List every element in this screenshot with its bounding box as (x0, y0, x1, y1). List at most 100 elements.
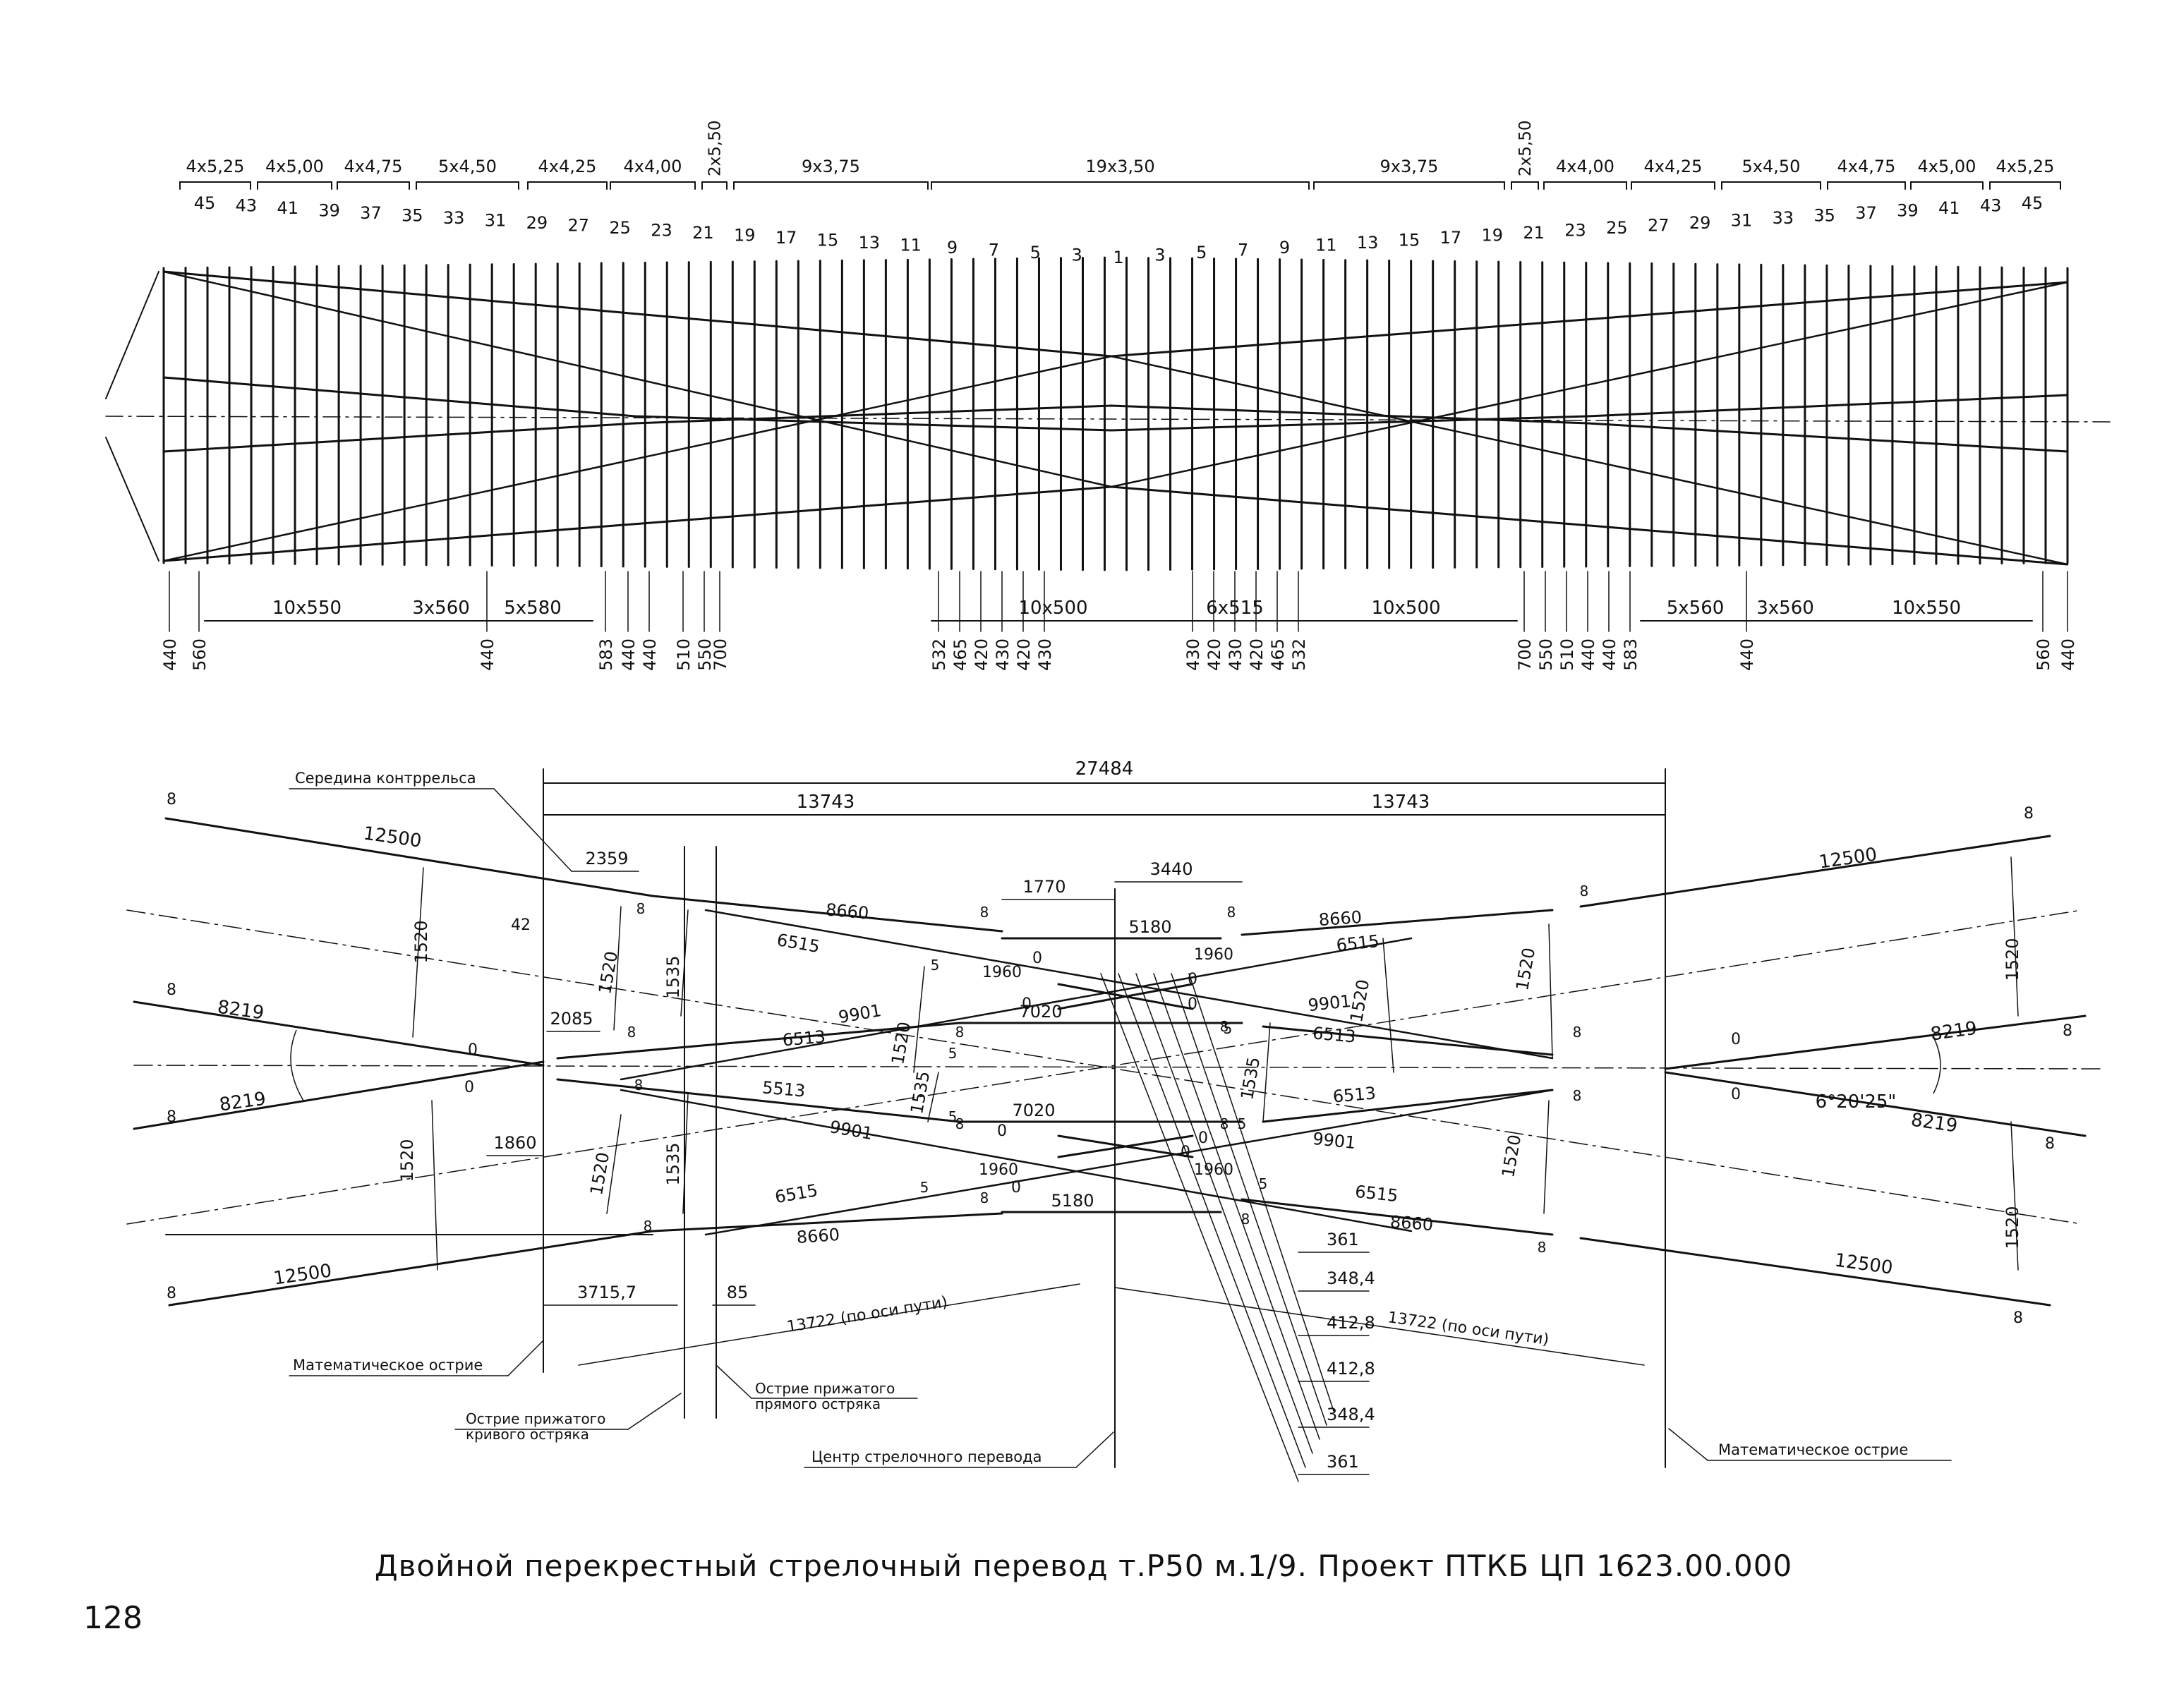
offset-value: 361 (1327, 1452, 1359, 1472)
half-length-right: 13743 (1372, 792, 1430, 813)
rail (1664, 1071, 2087, 1137)
rail-length: 6515 (1335, 931, 1380, 955)
rail (133, 1060, 545, 1130)
sleeper-group-label: 9x3,75 (1380, 157, 1439, 176)
angle-arc (1933, 1036, 1941, 1094)
half-length-left: 13743 (797, 792, 855, 813)
offset-leader (1153, 973, 1320, 1440)
rail-mark: 0 (468, 1041, 478, 1059)
sleeper-group-label: 5x4,50 (1742, 157, 1801, 176)
gauge-dimension: 1520 (2003, 1206, 2022, 1249)
dimension-line (927, 1072, 939, 1122)
rail-length: 9901 (837, 1000, 883, 1027)
rail-mark: 5 (948, 1045, 958, 1062)
sleeper-number: 11 (1315, 236, 1337, 255)
sleeper-group-label: 5x4,50 (438, 157, 497, 176)
small-dimension: 42 (511, 916, 531, 934)
dimension-line (1114, 1287, 1645, 1366)
vertical-dimension: 583 (596, 638, 616, 671)
rail-length: 12500 (1818, 844, 1878, 873)
sleeper-number: 11 (900, 236, 922, 255)
vertical-dimension: 420 (1205, 638, 1224, 671)
spacing-label: 3x560 (1756, 598, 1814, 619)
rail-length: 6515 (773, 1180, 819, 1207)
rail-mark: 8 (634, 1077, 644, 1094)
vertical-dimension: 440 (619, 638, 639, 671)
rail-mark: 8 (1220, 1115, 1229, 1132)
vertical-dimension: 550 (1536, 638, 1556, 671)
rail-length: 8219 (218, 1089, 267, 1116)
vertical-dimension: 510 (674, 638, 694, 671)
vertical-dimension: 430 (1183, 638, 1203, 671)
gauge-dimension: 1520 (411, 920, 431, 963)
crossing-angle: 6°20'25" (1816, 1091, 1897, 1113)
sleeper-number: 3 (1071, 246, 1082, 265)
sleeper-group-label: 4x5,25 (186, 157, 245, 176)
sleeper-number: 43 (1980, 196, 2002, 216)
dimension-line (1543, 1100, 1550, 1214)
gauge-dimension: 1535 (663, 1142, 683, 1185)
dimension-line (412, 867, 424, 1038)
rail-mark: 0 (997, 1122, 1007, 1140)
dimension-line (606, 1114, 622, 1214)
rail-mark: 8 (1573, 1087, 1582, 1104)
dimension-line (680, 909, 689, 1017)
axis (133, 1065, 2103, 1070)
rail-mark: 8 (1220, 1018, 1229, 1035)
rail-mark: 0 (1022, 995, 1032, 1013)
dimension-line (1262, 1022, 1271, 1122)
sleeper-number: 37 (360, 203, 382, 223)
offset-leader (1135, 973, 1313, 1454)
vertical-dimension: 440 (640, 638, 660, 671)
offset-leader (1118, 973, 1306, 1468)
leader-line (716, 1364, 752, 1399)
gauge-dimension: 1535 (1237, 1055, 1264, 1101)
gauge-dimension: 1520 (2003, 938, 2022, 981)
vertical-dimension: 550 (695, 638, 715, 671)
sleeper-group-label: 19x3,50 (1085, 157, 1154, 176)
rail-length: 1960 (979, 1161, 1018, 1179)
dimension-line (1548, 923, 1553, 1059)
rail (1241, 909, 1554, 936)
sleeper-number: 41 (1938, 198, 1960, 218)
vertical-dimension: 465 (1268, 638, 1288, 671)
leader-line (1668, 1428, 1708, 1461)
rail-length: 1960 (982, 964, 1022, 981)
dimension-line (2010, 1121, 2019, 1271)
rail-mark: 0 (1188, 971, 1197, 988)
dimension-line (431, 1100, 438, 1271)
spacing-label: 10x550 (272, 598, 342, 619)
rail-length: 8219 (216, 997, 265, 1024)
leader-line (1075, 1431, 1114, 1468)
rail-diagonal (704, 909, 1554, 1060)
rail-mark: 8 (167, 1108, 176, 1126)
vertical-dimension: 430 (1035, 638, 1055, 671)
vertical-dimension: 510 (1557, 638, 1577, 671)
small-dimension: 1860 (493, 1133, 536, 1153)
rail-mark: 8 (1580, 883, 1589, 900)
rail-mark: 8 (167, 791, 176, 808)
dimension-line (613, 906, 622, 1031)
spacing-label: 10x500 (1371, 598, 1440, 619)
rail (168, 1230, 654, 1307)
offset-value: 412,8 (1327, 1359, 1375, 1379)
sleeper-number: 9 (947, 238, 958, 258)
rail-mark: 0 (1181, 1144, 1190, 1161)
sleeper-number: 15 (817, 231, 839, 250)
label-center: Центр стрелочного перевода (811, 1448, 1042, 1465)
sleeper-number: 39 (1897, 201, 1919, 221)
rail-mark: 8 (167, 1285, 176, 1302)
sleeper-number: 35 (1813, 206, 1835, 226)
rail-mark: 8 (2045, 1135, 2055, 1153)
sleeper-group-label: 4x4,00 (1556, 157, 1614, 176)
crossing-frog (1057, 1134, 1194, 1158)
rail-mark: 5 (920, 1179, 929, 1196)
vertical-dimension: 440 (1579, 638, 1598, 671)
rail-mark: 8 (627, 1024, 636, 1041)
sleeper-number: 27 (1648, 216, 1670, 236)
sleeper-group-label: 4x4,00 (624, 157, 682, 176)
vertical-dimension: 532 (929, 638, 949, 671)
rail-mark: 8 (2013, 1309, 2023, 1327)
spacing-label: 3x560 (412, 598, 470, 619)
